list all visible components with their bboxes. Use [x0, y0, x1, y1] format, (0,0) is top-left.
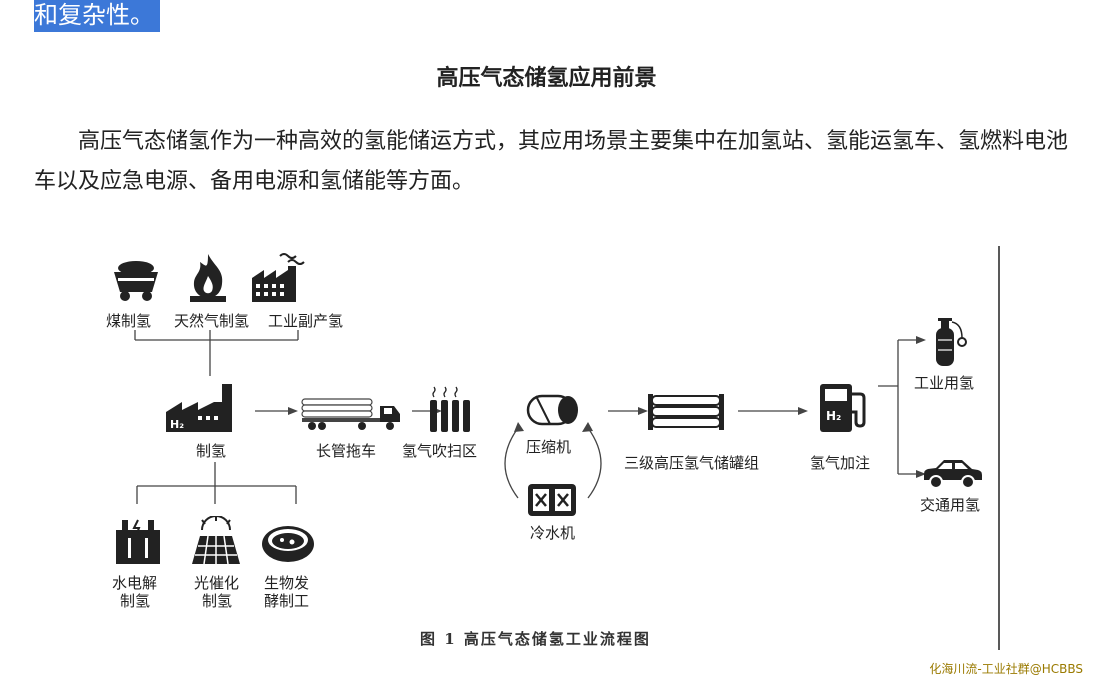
hydrogen-plant-icon: H₂ [166, 384, 232, 432]
label-byproduct-hydrogen: 工业副产氢 [268, 312, 344, 330]
coal-cart-icon [114, 261, 158, 301]
purge-zone-icon [430, 386, 470, 432]
label-purge-zone: 氢气吹扫区 [402, 442, 478, 460]
label-photocatalysis-line1: 光催化 [194, 574, 240, 592]
label-biological-line1: 生物发 [264, 574, 310, 592]
label-photocatalysis-line2: 制氢 [202, 592, 233, 610]
label-coal-hydrogen: 煤制氢 [106, 312, 152, 330]
tube-trailer-icon [301, 398, 400, 430]
label-industrial-hydrogen: 工业用氢 [914, 374, 975, 392]
label-storage-tank-bank: 三级高压氢气储罐组 [624, 454, 760, 472]
label-tube-trailer: 长管拖车 [316, 442, 377, 460]
label-chiller: 冷水机 [530, 524, 576, 542]
label-compressor: 压缩机 [526, 438, 572, 456]
label-electrolysis-line1: 水电解 [112, 574, 158, 592]
hydrogen-dispenser-icon: H₂ [820, 384, 866, 432]
car-icon [924, 460, 982, 489]
petri-dish-icon [262, 526, 314, 562]
storage-tank-bank-icon [648, 394, 724, 430]
chiller-icon [528, 484, 576, 516]
natural-gas-flame-icon [190, 254, 226, 302]
watermark: 化海川流-工业社群@HCBBS [929, 662, 1083, 676]
label-natural-gas-hydrogen: 天然气制氢 [174, 312, 250, 330]
h2-mark-dispenser: H₂ [826, 409, 841, 423]
electrolysis-icon [116, 519, 160, 564]
label-electrolysis-line2: 制氢 [120, 592, 151, 610]
h2-mark-plant: H₂ [170, 418, 184, 431]
gas-cylinder-icon [936, 318, 967, 366]
label-hydrogen-dispensing: 氢气加注 [810, 454, 871, 472]
label-transport-hydrogen: 交通用氢 [920, 496, 981, 514]
flow-lines [134, 246, 1000, 650]
highlighted-text-fragment: 和复杂性。 [34, 0, 160, 32]
section-heading: 高压气态储氢应用前景 [436, 66, 657, 91]
label-biological-line2: 酵制工 [264, 592, 310, 610]
factory-icon [252, 253, 305, 302]
body-paragraph: 高压气态储氢作为一种高效的氢能储运方式，其应用场景主要集中在加氢站、氢能运氢车、… [34, 129, 1069, 194]
compressor-icon [526, 394, 578, 426]
figure-caption: 图 1 高压气态储氢工业流程图 [420, 630, 651, 648]
process-flow-figure: 煤制氢 天然气制氢 工业副产氢 H₂ 制氢 水电解 制氢 光催化 制氢 生 [90, 236, 1010, 656]
label-hydrogen-production: 制氢 [196, 442, 227, 460]
solar-panel-icon [192, 516, 240, 565]
